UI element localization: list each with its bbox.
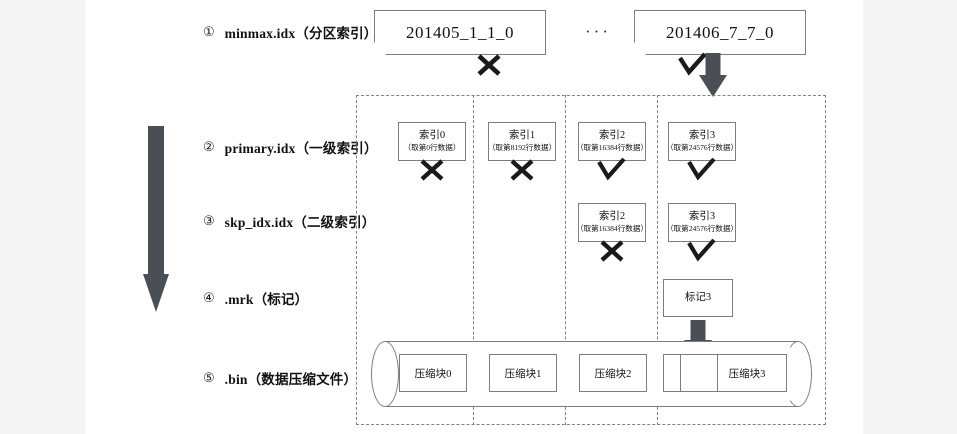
partition-label-0: 201405_1_1_0: [406, 22, 514, 42]
bin-block-2[interactable]: 压缩块2: [579, 354, 647, 392]
primary-index-cell-2[interactable]: 索引2 （取第16384行数据）: [575, 122, 649, 161]
row-label-minmax: ① minmax.idx（分区索引）: [203, 22, 378, 42]
row-number-2: ②: [203, 139, 215, 154]
row-number-5: ⑤: [203, 370, 215, 385]
row-label-bin: ⑤ .bin（数据压缩文件）: [203, 368, 357, 388]
skip-index-sub-3: （取第24576行数据）: [665, 224, 739, 234]
primary-index-title-2: 索引2: [598, 130, 626, 142]
bin-block-label-2: 压缩块2: [594, 368, 632, 380]
bin-block-label-3: 压缩块3: [728, 368, 766, 380]
partition-to-index-arrow: [696, 53, 730, 97]
granule-divider-3: [657, 95, 658, 425]
mark-title-3: 标记3: [684, 291, 712, 303]
primary-index-title-0: 索引0: [418, 130, 446, 142]
row-text-2: primary.idx（一级索引）: [224, 141, 378, 156]
flow-arrow-head: [143, 274, 169, 312]
primary-index-sub-2: （取第16384行数据）: [575, 143, 649, 153]
row-text-4: .mrk（标记）: [224, 292, 309, 307]
arrow-head: [699, 75, 727, 97]
partition-box-201406[interactable]: 201406_7_7_0: [634, 10, 806, 55]
primary-index-title-3: 索引3: [688, 130, 716, 142]
bin-block-3[interactable]: 压缩块3: [663, 354, 787, 392]
granule-divider-2: [565, 95, 566, 425]
row-label-skip-idx: ③ skp_idx.idx（二级索引）: [203, 211, 375, 231]
partition-label-1: 201406_7_7_0: [666, 22, 774, 42]
primary-index-sub-1: （取第8192行数据）: [487, 143, 557, 153]
cylinder-left-cap: [371, 341, 399, 407]
arrow-shaft: [690, 320, 706, 342]
row-number-4: ④: [203, 290, 215, 305]
flow-arrow-shaft: [148, 126, 164, 278]
primary-index-cell-0[interactable]: 索引0 （取第0行数据）: [398, 122, 466, 161]
skip-index-sub-2: （取第16384行数据）: [575, 224, 649, 234]
cylinder-right-cap: [784, 341, 812, 407]
skip-index-title-2: 索引2: [598, 211, 626, 223]
row-number-3: ③: [203, 213, 215, 228]
bin-block-0[interactable]: 压缩块0: [399, 354, 467, 392]
bin-block-1[interactable]: 压缩块1: [489, 354, 557, 392]
primary-index-title-1: 索引1: [508, 130, 536, 142]
row-text-3: skp_idx.idx（二级索引）: [224, 215, 376, 230]
skip-index-cell-3[interactable]: 索引3 （取第24576行数据）: [665, 203, 739, 242]
bin-block-3-offset-divider-2: [717, 355, 718, 391]
primary-index-sub-3: （取第24576行数据）: [665, 143, 739, 153]
primary-index-cell-1[interactable]: 索引1 （取第8192行数据）: [488, 122, 556, 161]
bin-block-label-1: 压缩块1: [504, 368, 542, 380]
partition-box-201405[interactable]: 201405_1_1_0: [374, 10, 546, 55]
flow-direction-arrow: [143, 126, 169, 312]
bin-block-label-0: 压缩块0: [414, 368, 452, 380]
row-text-5: .bin（数据压缩文件）: [224, 372, 358, 387]
primary-index-sub-0: （取第0行数据）: [403, 143, 461, 153]
row-number-1: ①: [203, 24, 215, 39]
bin-block-3-offset-divider-1: [680, 355, 681, 391]
mark-cell-3[interactable]: 标记3: [663, 279, 733, 317]
partition-ellipsis: ···: [585, 22, 611, 41]
primary-index-cell-3[interactable]: 索引3 （取第24576行数据）: [665, 122, 739, 161]
skip-index-title-3: 索引3: [688, 211, 716, 223]
granule-container: [356, 95, 826, 425]
skip-index-cell-2[interactable]: 索引2 （取第16384行数据）: [575, 203, 649, 242]
arrow-shaft: [705, 53, 721, 77]
granule-divider-1: [473, 95, 474, 425]
row-label-mrk: ④ .mrk（标记）: [203, 288, 308, 308]
row-text-1: minmax.idx（分区索引）: [224, 26, 378, 41]
row-label-primary-idx: ② primary.idx（一级索引）: [203, 137, 378, 157]
